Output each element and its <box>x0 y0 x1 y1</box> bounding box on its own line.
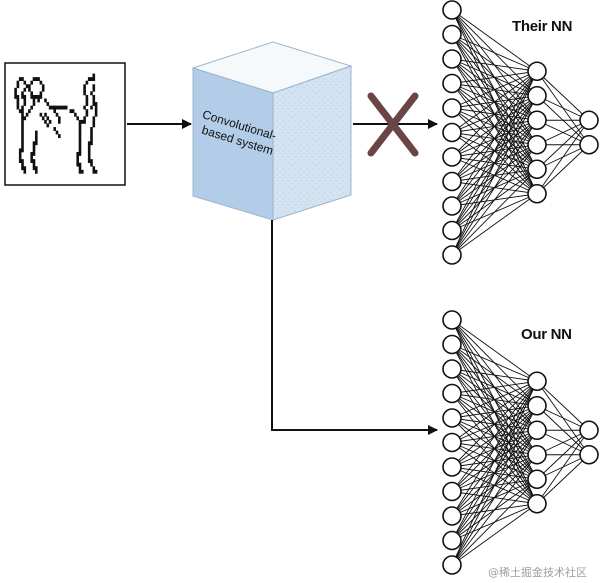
our-nn-connection <box>451 368 538 382</box>
their-nn-neuron-layer-1 <box>442 196 462 216</box>
our-nn-connection <box>451 380 538 394</box>
their-nn-connection <box>451 70 538 182</box>
our-nn-neuron-layer-1 <box>442 310 462 330</box>
our-nn-connection <box>451 454 538 566</box>
their-nn-connection <box>451 193 538 256</box>
our-nn-connection <box>451 381 538 566</box>
our-nn-connection <box>451 380 538 419</box>
our-nn-connection <box>451 319 538 382</box>
their-nn-title: Their NN <box>512 18 572 35</box>
input-dog-image <box>4 62 126 186</box>
their-nn-neurons <box>442 0 599 265</box>
our-nn-connection <box>451 344 538 382</box>
their-nn-connection <box>451 144 538 256</box>
their-nn-connection <box>536 119 590 170</box>
their-nn-neuron-layer-1 <box>442 122 462 143</box>
their-nn-connection <box>536 119 590 195</box>
our-nn-connection <box>451 381 538 517</box>
our-nn-title: Our NN <box>521 326 572 343</box>
pixel-dog-drawing <box>14 73 98 174</box>
our-nn-neuron-layer-1 <box>442 555 462 575</box>
their-nn-neuron-layer-1 <box>442 73 462 94</box>
our-nn-neuron-layer-1 <box>442 383 462 404</box>
our-nn-connection <box>451 405 538 566</box>
cube-right-face-texture <box>273 66 351 220</box>
their-nn-connection <box>536 144 590 195</box>
their-nn-connections <box>451 9 590 256</box>
their-neural-network <box>442 0 599 265</box>
their-nn-connection <box>451 120 538 256</box>
our-nn-neuron-layer-2 <box>527 469 547 490</box>
their-nn-neuron-layer-2 <box>527 61 547 82</box>
their-nn-neuron-layer-1 <box>442 245 462 265</box>
their-nn-connection <box>451 70 538 133</box>
our-nn-neuron-layer-1 <box>442 481 462 502</box>
our-nn-neuron-layer-2 <box>527 493 547 514</box>
their-nn-connection <box>451 58 538 72</box>
their-nn-neuron-layer-1 <box>442 0 462 20</box>
our-nn-connection <box>536 429 590 505</box>
our-neural-network <box>442 310 599 575</box>
their-nn-connection <box>451 71 538 207</box>
our-nn-connection <box>451 430 538 566</box>
their-nn-connection <box>451 34 538 72</box>
their-nn-connection <box>451 71 538 256</box>
our-nn-neuron-layer-1 <box>442 457 462 477</box>
our-nn-neuron-layer-2 <box>527 444 547 465</box>
cross-mark-icon <box>367 92 419 157</box>
our-nn-connection <box>451 381 538 541</box>
our-nn-neuron-layer-1 <box>442 432 462 453</box>
their-nn-neuron-layer-1 <box>442 171 462 192</box>
their-nn-neuron-layer-1 <box>442 98 462 118</box>
their-nn-neuron-layer-1 <box>442 147 462 167</box>
their-nn-neuron-layer-2 <box>527 85 547 106</box>
their-nn-connection <box>451 70 538 109</box>
our-nn-neuron-layer-2 <box>527 371 547 392</box>
our-nn-neuron-layer-1 <box>442 530 462 551</box>
our-nn-connection <box>451 380 538 492</box>
our-nn-neuron-layer-1 <box>442 408 462 428</box>
our-nn-connection <box>451 380 538 468</box>
their-nn-neuron-layer-3 <box>579 134 599 155</box>
our-nn-neuron-layer-1 <box>442 359 462 379</box>
their-nn-connection <box>451 95 538 256</box>
their-nn-neuron-layer-2 <box>527 159 547 180</box>
arrow-cube-to-our-nn <box>271 220 438 435</box>
their-nn-connection <box>451 168 538 256</box>
their-nn-neuron-layer-2 <box>527 183 547 204</box>
their-nn-connection <box>536 70 590 121</box>
their-nn-neuron-layer-1 <box>442 49 462 69</box>
watermark: @稀土掘金技术社区 <box>488 565 587 579</box>
their-nn-connection <box>451 70 538 158</box>
our-nn-neuron-layer-3 <box>579 420 599 441</box>
their-nn-neuron-layer-1 <box>442 220 462 241</box>
our-nn-neuron-layer-1 <box>442 506 462 526</box>
their-nn-neuron-layer-3 <box>579 110 599 131</box>
convolutional-system-cube: Convolutional- based system <box>191 41 353 221</box>
their-nn-connection <box>451 71 538 231</box>
their-nn-neuron-layer-2 <box>527 110 547 131</box>
our-nn-neuron-layer-2 <box>527 420 547 441</box>
our-nn-connection <box>536 454 590 505</box>
our-nn-connection <box>536 429 590 480</box>
our-nn-neurons <box>442 310 599 575</box>
their-nn-neuron-layer-1 <box>442 24 462 45</box>
our-nn-neuron-layer-1 <box>442 334 462 355</box>
our-nn-connection <box>451 478 538 566</box>
our-nn-connection <box>451 503 538 566</box>
their-nn-connection <box>451 70 538 84</box>
our-nn-connection <box>451 380 538 443</box>
our-nn-connection <box>536 380 590 431</box>
our-nn-neuron-layer-2 <box>527 395 547 416</box>
our-nn-neuron-layer-3 <box>579 444 599 465</box>
their-nn-neuron-layer-2 <box>527 134 547 155</box>
their-nn-connection <box>451 9 538 72</box>
our-nn-connections <box>451 319 590 566</box>
